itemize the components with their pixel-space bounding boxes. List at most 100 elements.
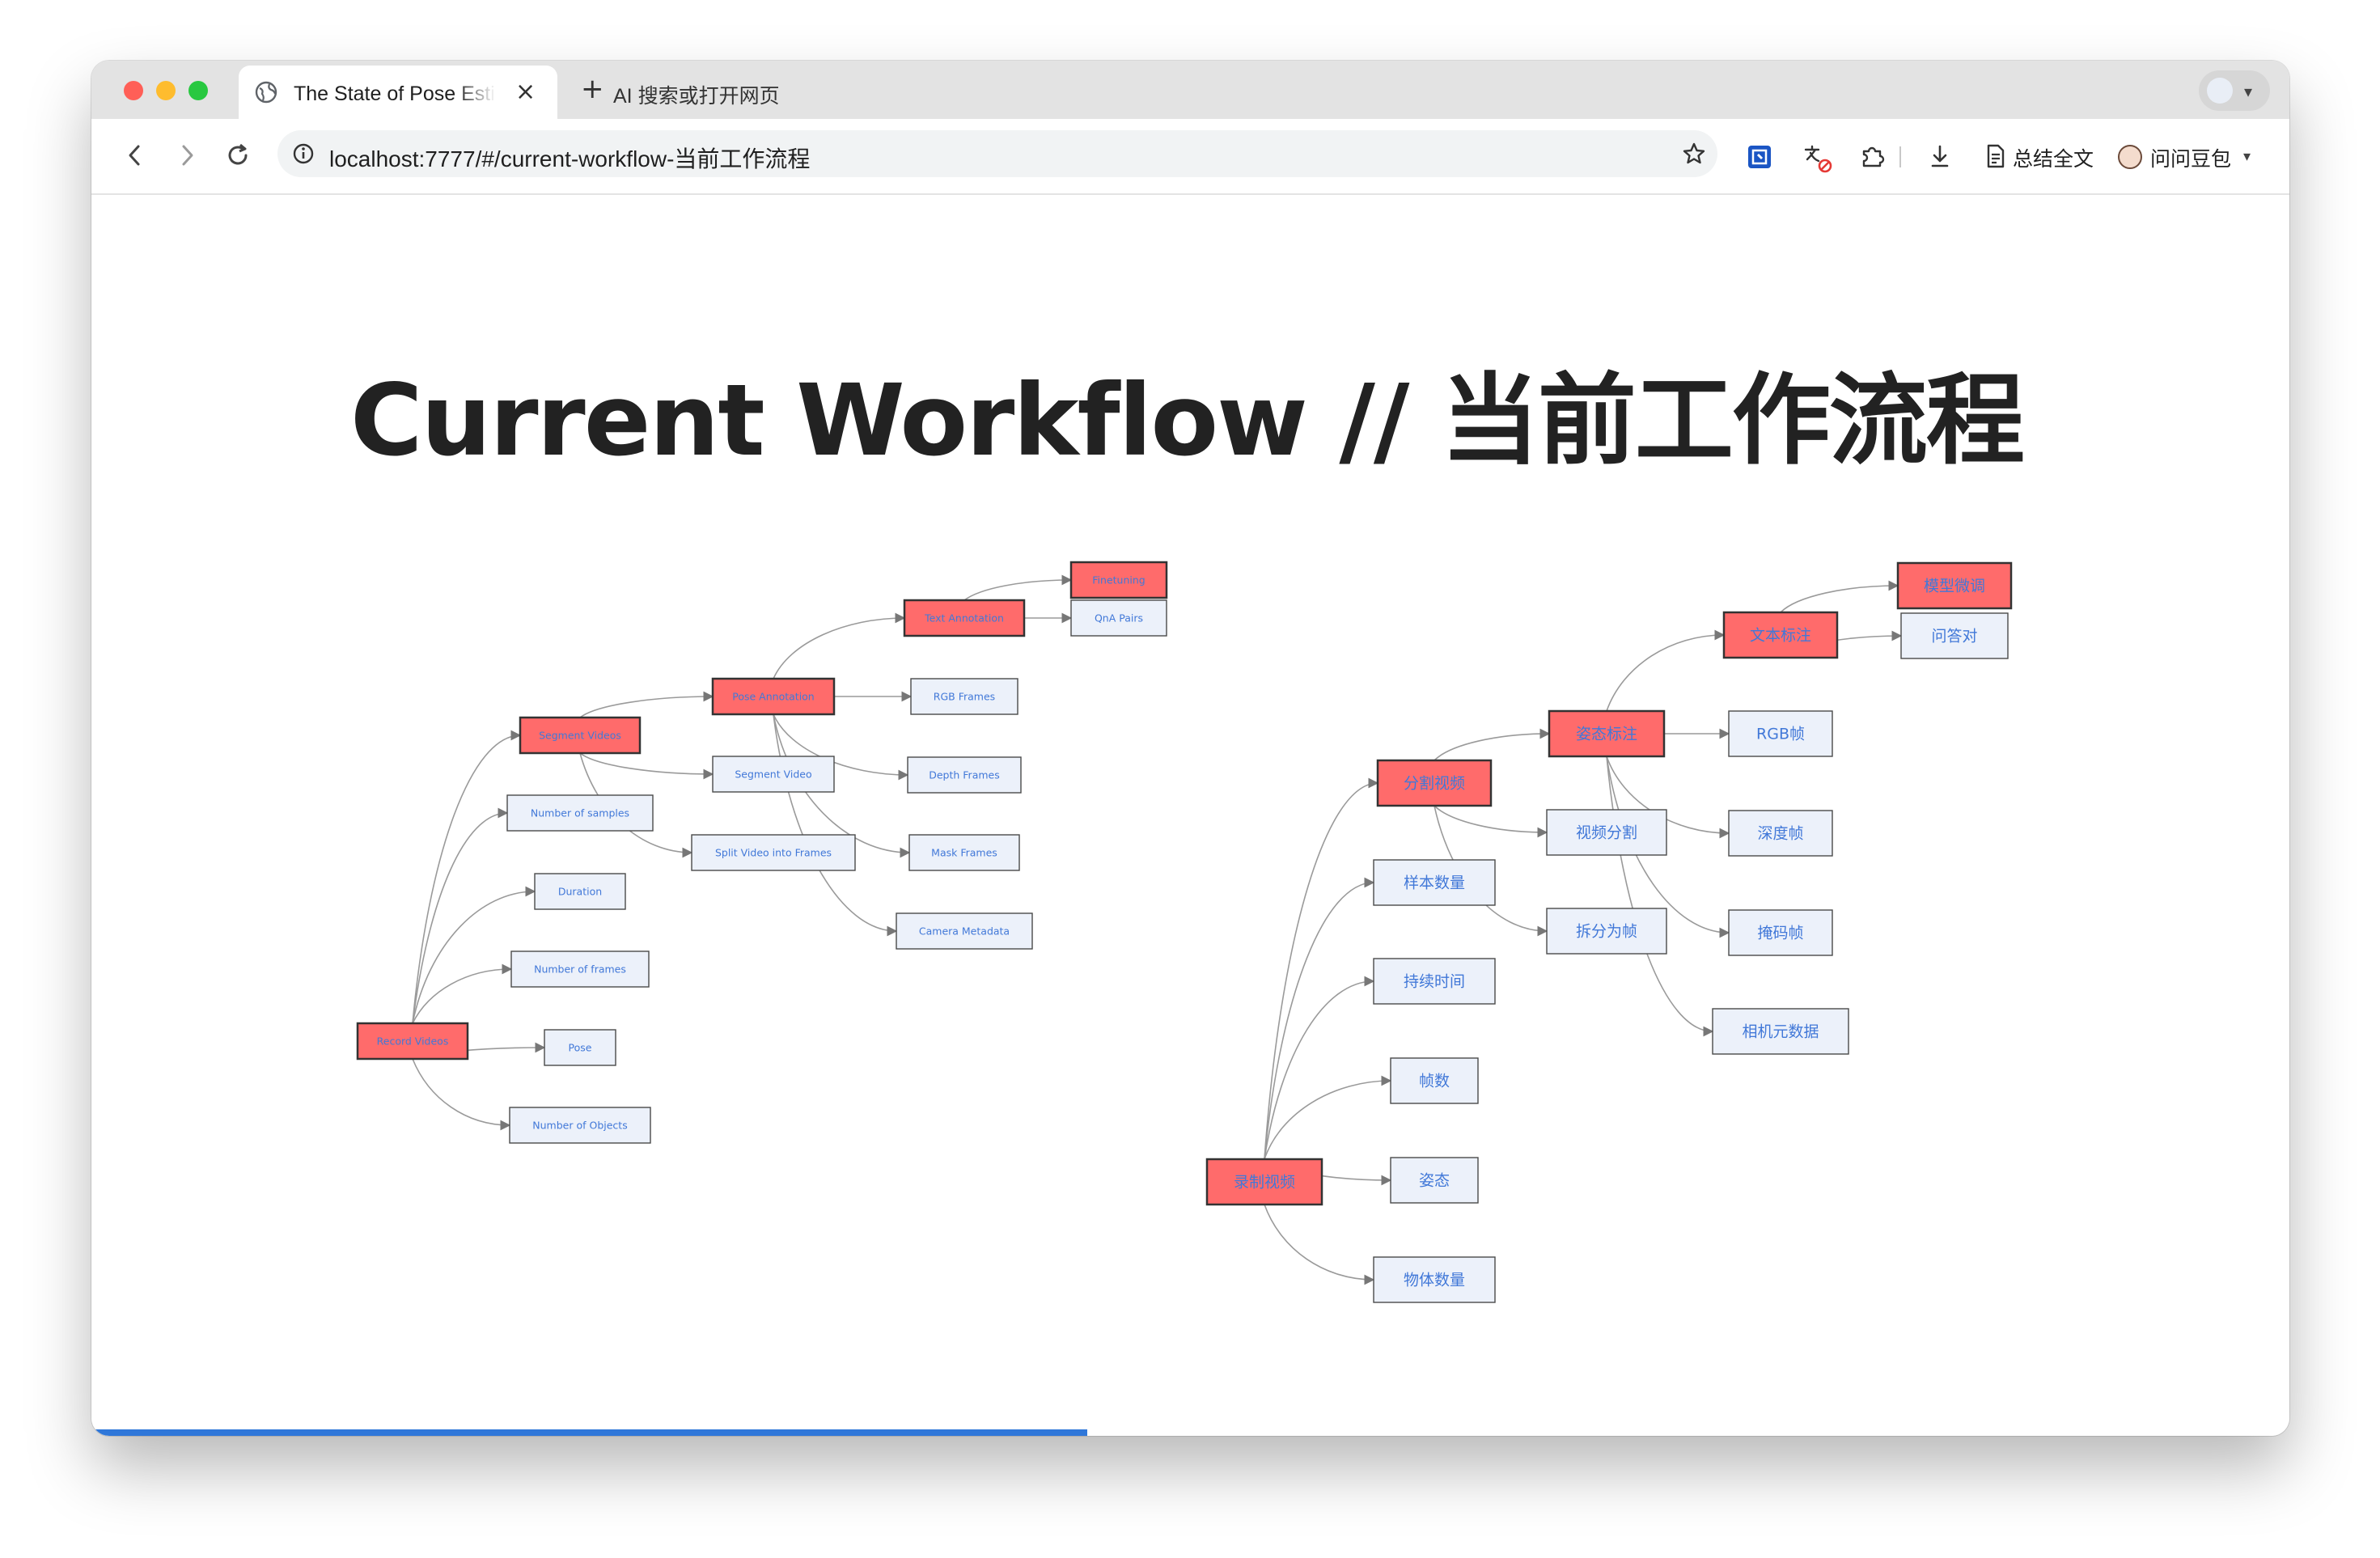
english-edge: [773, 713, 898, 937]
close-window-button[interactable]: [124, 81, 143, 100]
chinese-node: 帧数: [1390, 1057, 1479, 1104]
english-node-label: Text Annotation: [924, 612, 1004, 624]
english-node-label: Number of Objects: [532, 1120, 627, 1132]
english-node: Number of frames: [510, 950, 650, 988]
english-edge: [773, 713, 911, 858]
english-node: Mask Frames: [908, 834, 1020, 871]
english-node-box: [1069, 561, 1168, 599]
english-node-box: [908, 834, 1020, 871]
reload-icon[interactable]: [224, 142, 252, 172]
english-node-box: [510, 950, 650, 988]
toolbar-separator: [1899, 146, 1901, 167]
chinese-node-box: [1722, 611, 1839, 659]
chinese-node-label: 物体数量: [1404, 1272, 1465, 1289]
chinese-edge: [1606, 756, 1730, 938]
chinese-edge: [1780, 580, 1899, 613]
chinese-node: 姿态: [1390, 1157, 1479, 1204]
site-info-icon[interactable]: [292, 142, 315, 168]
english-edge: [579, 691, 714, 718]
bookmark-star-icon[interactable]: [1682, 142, 1706, 169]
english-node-box: [519, 716, 642, 755]
chinese-node: 物体数量: [1373, 1256, 1496, 1303]
chinese-node-label: 文本标注: [1750, 627, 1811, 645]
tab-title: The State of Pose Estimation: [294, 83, 496, 105]
english-node-box: [544, 1029, 616, 1066]
english-node: RGB Frames: [910, 678, 1018, 715]
english-node-label: Split Video into Frames: [715, 847, 832, 859]
chinese-node-label: 样本数量: [1404, 874, 1465, 892]
chinese-node-box: [1373, 958, 1496, 1005]
english-node-box: [712, 756, 835, 793]
chinese-node: 拆分为帧: [1546, 908, 1667, 955]
english-node: Number of samples: [506, 794, 654, 832]
tab-bar: The State of Pose Estimation × + AI 搜索或打…: [91, 61, 2289, 119]
slide-progress-bar: [91, 1429, 1087, 1436]
chinese-node-box: [1900, 612, 2009, 659]
summarize-document-icon[interactable]: [1984, 143, 2007, 172]
english-node-box: [356, 1022, 469, 1061]
chinese-node-label: 拆分为帧: [1576, 923, 1637, 941]
assistant-button[interactable]: 问问豆包: [2150, 148, 2232, 171]
english-node-label: Segment Videos: [539, 730, 621, 742]
chinese-edge: [1434, 728, 1551, 761]
chinese-node-label: 问答对: [1931, 628, 1977, 646]
chinese-node-label: 相机元数据: [1742, 1023, 1819, 1041]
chevron-down-icon[interactable]: ▾: [2243, 148, 2251, 165]
chinese-node: 视频分割: [1546, 809, 1667, 856]
assistant-avatar-icon[interactable]: [2118, 145, 2142, 169]
extension-shield-icon[interactable]: [1746, 143, 1773, 174]
chinese-node-label: 帧数: [1419, 1073, 1450, 1090]
url-text[interactable]: localhost:7777/#/current-workflow-当前工作流程: [329, 146, 811, 171]
english-node-label: Record Videos: [377, 1035, 449, 1048]
english-node: Pose: [544, 1029, 616, 1066]
profile-icon: [2207, 78, 2233, 104]
chinese-edge: [1434, 805, 1548, 838]
chinese-node-label: 掩码帧: [1757, 925, 1803, 942]
chinese-node-box: [1373, 859, 1496, 906]
english-node: Text Annotation: [903, 599, 1026, 637]
extensions-puzzle-icon[interactable]: [1859, 143, 1885, 172]
chinese-node: 录制视频: [1205, 1158, 1323, 1206]
english-node-label: Pose Annotation: [732, 691, 814, 703]
chinese-node-box: [1205, 1158, 1323, 1206]
chinese-node-label: 录制视频: [1234, 1174, 1295, 1192]
back-icon[interactable]: [124, 142, 146, 172]
new-tab-label[interactable]: AI 搜索或打开网页: [613, 85, 780, 108]
translate-icon[interactable]: [1802, 143, 1833, 177]
chinese-node: 持续时间: [1373, 958, 1496, 1005]
profile-menu-button[interactable]: ▾: [2199, 70, 2270, 111]
forward-icon[interactable]: [176, 142, 198, 172]
address-bar[interactable]: localhost:7777/#/current-workflow-当前工作流程: [277, 130, 1717, 177]
english-edge: [412, 963, 513, 1024]
english-node: Pose Annotation: [711, 677, 836, 716]
chinese-node-box: [1728, 909, 1833, 956]
new-tab-icon[interactable]: +: [581, 73, 604, 105]
english-node: Split Video into Frames: [691, 834, 856, 871]
english-node: Camera Metadata: [896, 912, 1033, 950]
active-tab[interactable]: The State of Pose Estimation ×: [239, 66, 557, 119]
chinese-node: 相机元数据: [1712, 1008, 1849, 1055]
english-edge: [412, 886, 536, 1024]
english-node-box: [509, 1107, 651, 1144]
summarize-button[interactable]: 总结全文: [2013, 148, 2094, 171]
browser-window: The State of Pose Estimation × + AI 搜索或打…: [91, 61, 2289, 1436]
english-edge: [412, 807, 509, 1024]
english-node: Finetuning: [1069, 561, 1168, 599]
english-node-box: [534, 873, 626, 910]
diagram-edges: [412, 574, 1903, 1285]
english-node-label: Finetuning: [1092, 574, 1145, 586]
english-node-box: [907, 756, 1022, 794]
chinese-node-label: 姿态标注: [1576, 726, 1637, 743]
download-icon[interactable]: [1928, 143, 1952, 172]
workflow-diagrams: Record Videos Segment Videos Pose Annotati…: [356, 561, 2013, 1303]
english-edge: [412, 730, 522, 1024]
english-node-label: RGB Frames: [934, 691, 995, 703]
close-tab-icon[interactable]: ×: [515, 78, 536, 106]
english-node: QnA Pairs: [1070, 599, 1167, 637]
zoom-window-button[interactable]: [188, 81, 208, 100]
toolbar: localhost:7777/#/current-workflow-当前工作流程…: [91, 119, 2289, 195]
minimize-window-button[interactable]: [156, 81, 176, 100]
english-node-box: [896, 912, 1033, 950]
chinese-node-box: [1896, 561, 2013, 610]
slide-content: Current Workflow // 当前工作流程 Record Videos…: [91, 195, 2289, 1436]
